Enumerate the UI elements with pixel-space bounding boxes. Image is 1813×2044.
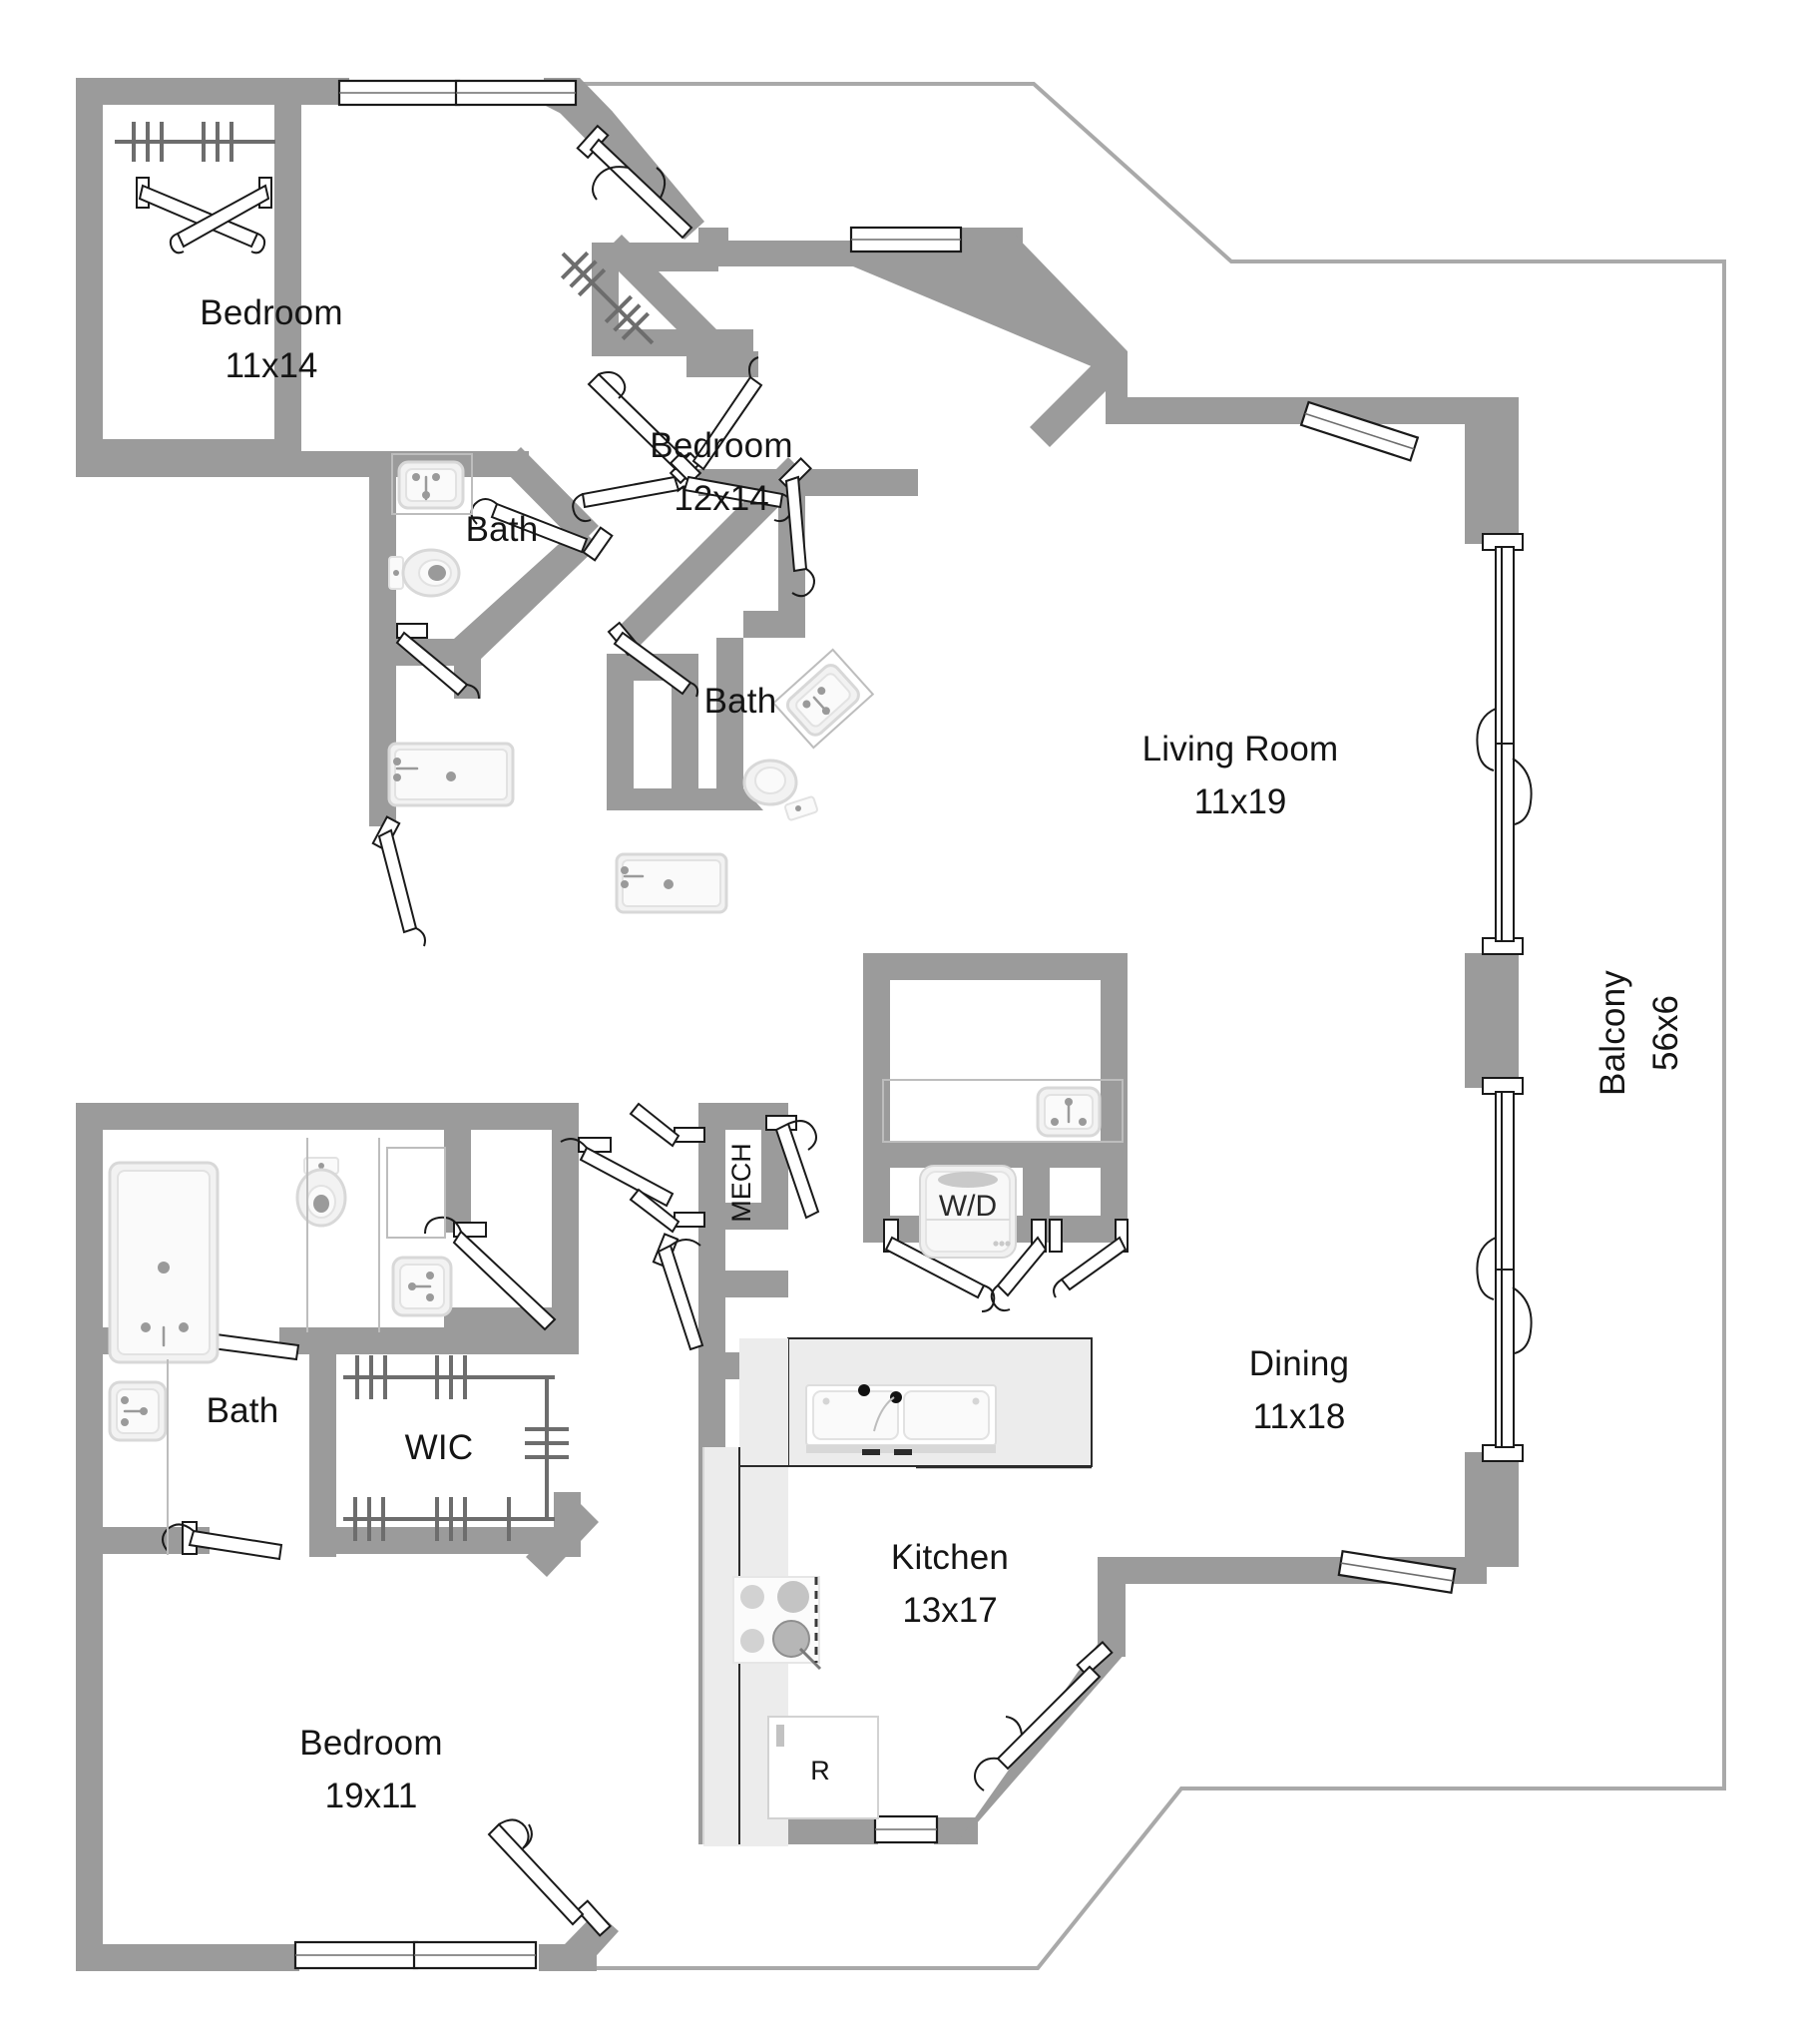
doors[interactable]: [136, 124, 1129, 1937]
door-closet-hall: [560, 1137, 675, 1208]
balcony-sliding-door[interactable]: [1476, 533, 1533, 955]
refrigerator: R: [767, 1716, 879, 1819]
bedroom-nw-name: Bedroom: [200, 293, 342, 332]
door-wic: [424, 1216, 557, 1331]
kitchen-name: Kitchen: [891, 1538, 1009, 1577]
cooktop: [732, 1576, 822, 1671]
door-hall-d: [691, 356, 763, 471]
wic-name: WIC: [405, 1428, 474, 1467]
door-bath-n-left: [607, 621, 699, 698]
door-laundry-a: [883, 1219, 996, 1312]
door-hall-b: [669, 451, 793, 523]
door-laundry-c: [1049, 1219, 1129, 1298]
door-hall-c: [572, 475, 680, 523]
bathtub-n: [615, 852, 728, 914]
door-kitchen-se: [974, 1641, 1114, 1791]
room-label-balcony: Balcony 56x6: [1593, 970, 1685, 1096]
living-room-dim: 11x19: [1194, 782, 1287, 821]
door-laundry-b: [990, 1219, 1048, 1312]
kitchen-sink: [805, 1384, 997, 1455]
closet-rods: [115, 122, 655, 1541]
room-label-bath-n: Bath: [704, 682, 777, 721]
mech-name: MECH: [726, 1143, 756, 1223]
washer-dryer-unit: W/D: [919, 1165, 1017, 1259]
bathtub-master: [108, 1161, 220, 1364]
bedroom-sw-dim: 19x11: [325, 1777, 418, 1815]
bath-sw-name: Bath: [207, 1391, 279, 1430]
living-room-name: Living Room: [1142, 730, 1339, 768]
wall-structure: [76, 78, 1519, 1971]
bedroom-n-dim: 12x14: [674, 479, 768, 518]
balcony-sliding-door-lower[interactable]: [1476, 1077, 1533, 1462]
windows: [293, 79, 1457, 1970]
bedroom-n-name: Bedroom: [650, 426, 792, 465]
sink-n: [771, 648, 875, 750]
door-nw-closet-a: [136, 177, 266, 255]
kitchen-dim: 13x17: [902, 1591, 997, 1630]
balcony-outline: [580, 82, 1726, 1970]
balcony-name: Balcony: [1593, 970, 1632, 1096]
bedroom-sw-name: Bedroom: [299, 1724, 442, 1763]
room-label-dining: Dining 11x18: [1249, 1344, 1349, 1436]
washer-dryer-label: W/D: [939, 1190, 997, 1223]
door-bath-nw: [470, 498, 614, 562]
door-hall-sw: [371, 815, 426, 947]
room-label-kitchen: Kitchen 13x17: [891, 1538, 1009, 1630]
dining-dim: 11x18: [1253, 1397, 1346, 1436]
toilet-n: [742, 759, 818, 821]
door-mech: [765, 1115, 820, 1220]
door-hall-lower: [629, 1188, 705, 1234]
room-label-bath-sw: Bath: [207, 1391, 279, 1430]
dining-name: Dining: [1249, 1344, 1349, 1383]
door-bath-n-top: [778, 457, 815, 598]
room-labels: Bedroom 11x14 Bedroom 12x14 Living Room …: [200, 293, 1685, 1815]
room-label-wic: WIC: [405, 1428, 474, 1467]
toilet-master: [295, 1157, 347, 1228]
sink-nw: [391, 453, 473, 515]
door-mech-lower: [629, 1102, 705, 1148]
door-kitchen-hall: [652, 1233, 704, 1351]
balcony-dim: 56x6: [1646, 995, 1685, 1071]
room-label-bedroom-nw: Bedroom 11x14: [200, 293, 342, 385]
bedroom-nw-dim: 11x14: [226, 346, 318, 385]
bath-fixtures: [108, 453, 1124, 1555]
bath-nw-name: Bath: [466, 510, 539, 549]
room-label-bath-nw: Bath: [466, 510, 539, 549]
door-bedroom-nw: [576, 124, 693, 240]
door-nw-closet-b: [169, 177, 272, 255]
sink-master-b: [108, 1380, 168, 1442]
toilet-nw: [388, 548, 461, 598]
room-label-living-room: Living Room 11x19: [1142, 730, 1339, 821]
door-bath-sw-inner: [162, 1521, 283, 1561]
door-bath-nw-inner: [395, 623, 480, 700]
refrigerator-label: R: [810, 1756, 830, 1786]
bathtub-nw: [387, 742, 515, 807]
room-label-bedroom-sw: Bedroom 19x11: [299, 1724, 442, 1815]
door-bedroom-sw: [487, 1818, 612, 1937]
room-label-mech: MECH: [726, 1143, 756, 1223]
sink-master-a: [386, 1147, 453, 1317]
room-label-bedroom-n: Bedroom 12x14: [650, 426, 792, 518]
bath-n-name: Bath: [704, 682, 777, 721]
kitchen-casework: DW R: [702, 1337, 1093, 1846]
sink-laundry: [882, 1079, 1124, 1143]
